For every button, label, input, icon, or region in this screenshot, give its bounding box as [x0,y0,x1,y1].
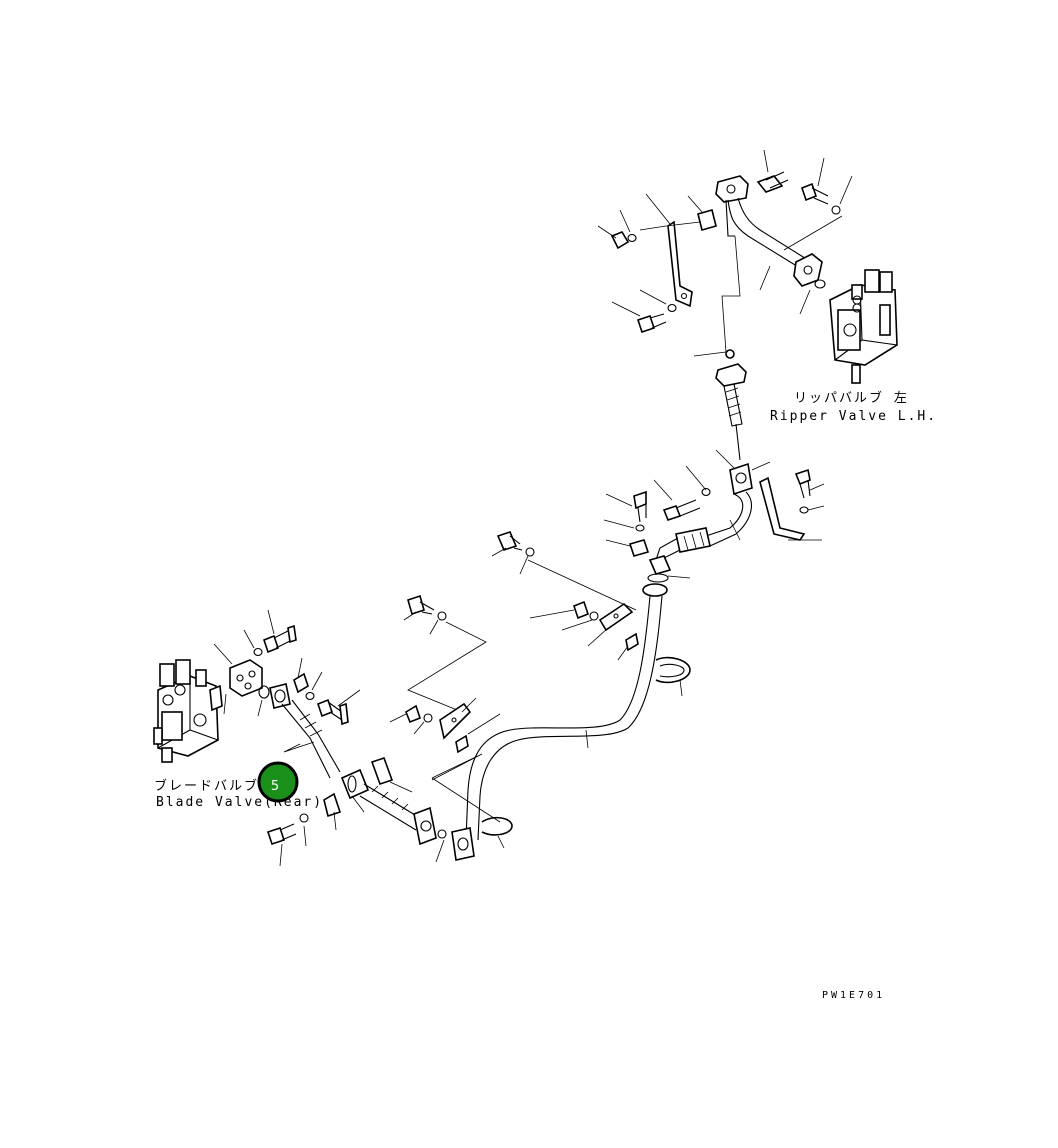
ripper-valve-label-jp: リッパバルブ 左 [794,390,909,406]
ripper-valve-illustration [829,269,898,384]
callout-badge-5[interactable]: 5 [257,761,299,803]
callout-circle[interactable] [257,761,299,803]
upper-pipe-assembly [597,149,853,359]
blade-valve-label-en: Blade Valve(Rear) [156,795,323,810]
clamp-assembly-middle [389,531,639,823]
blade-valve-piping [213,609,447,867]
ripper-valve-label-en: Ripper Valve L.H. [770,409,937,424]
long-steel-pipe [451,573,691,861]
callout-number[interactable]: 5 [271,779,279,794]
middle-hose-assembly [603,363,825,575]
blade-valve-label-jp: ブレードバルブ( [154,778,269,794]
drawing-code: PW1E701 [822,990,885,1001]
blade-valve-illustration [153,659,223,763]
